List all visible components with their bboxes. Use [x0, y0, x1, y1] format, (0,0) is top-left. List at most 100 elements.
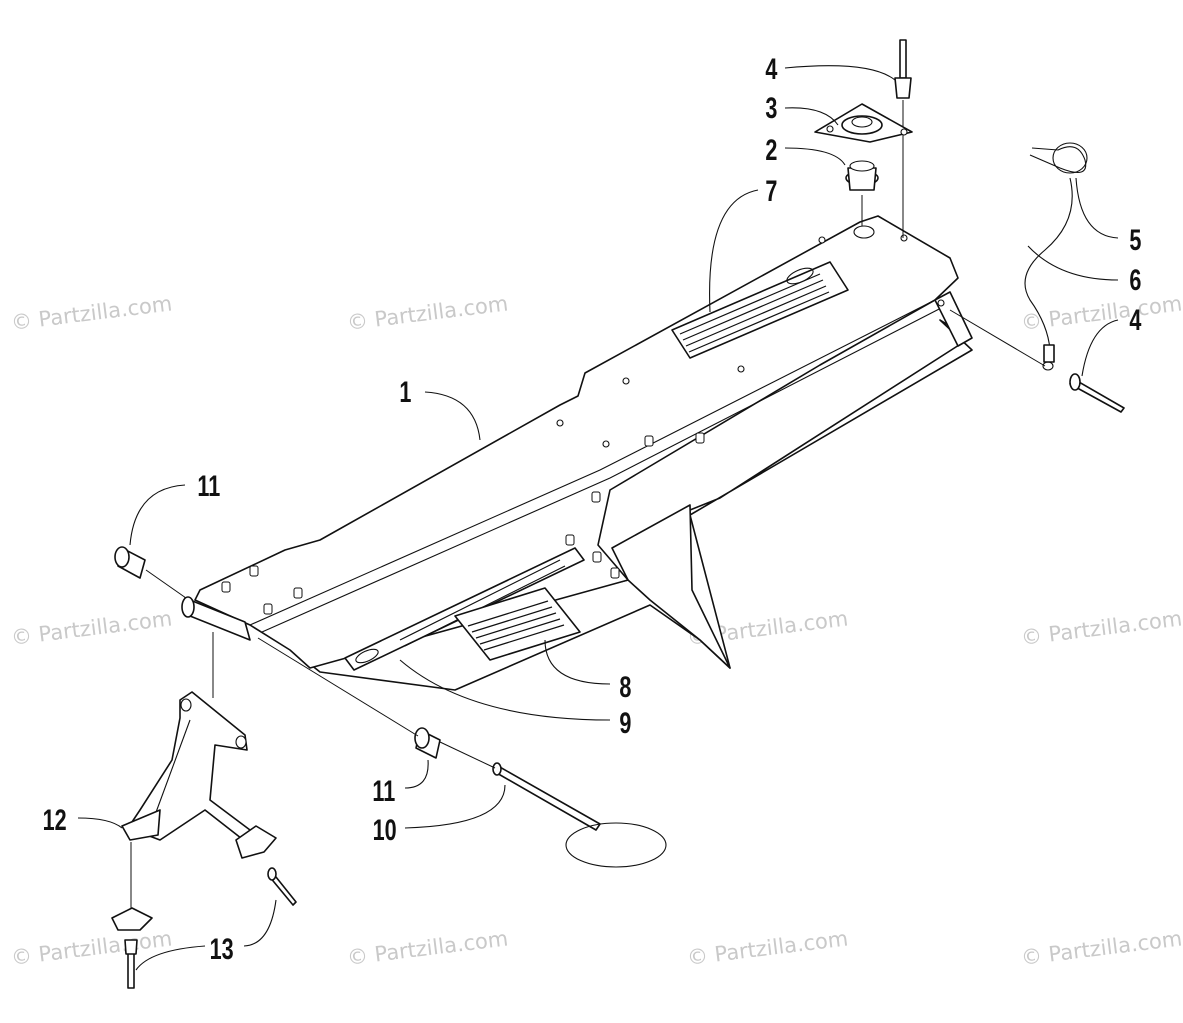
- bracket-eye: [180, 698, 192, 712]
- plate-bend-line: [261, 305, 946, 633]
- plate-top-face: [194, 215, 959, 669]
- stud: [249, 565, 259, 577]
- leader-12: [77, 817, 123, 829]
- pull-pin-axis: [439, 741, 496, 769]
- jack-bracket: [111, 632, 297, 989]
- plate-bend-line: [249, 299, 936, 626]
- rivet-hole: [818, 236, 826, 244]
- callout-13: 13: [210, 931, 234, 965]
- decal-9-line: [399, 559, 561, 641]
- leader-13-lower: [135, 945, 206, 971]
- leader-11-right: [404, 759, 429, 789]
- stud: [695, 432, 705, 444]
- stud: [644, 435, 654, 447]
- decal-7-body: [671, 261, 849, 359]
- decal-7: [671, 261, 849, 359]
- pin-axis: [949, 309, 1046, 367]
- leader-5: [1075, 177, 1119, 239]
- decal-7-line: [679, 273, 821, 335]
- grommet-assembly: [814, 39, 913, 238]
- leader-2: [784, 147, 846, 166]
- decal-8-line: [467, 600, 549, 627]
- callout-8: 8: [619, 669, 631, 703]
- stud: [263, 603, 273, 615]
- watermark: © Partzilla.com: [10, 291, 174, 335]
- rivet-lower-head: [124, 939, 138, 955]
- plate-studs: [221, 432, 705, 615]
- bracket-foot: [121, 809, 161, 841]
- hitch-plate: [181, 215, 973, 691]
- callout-7: 7: [765, 173, 777, 207]
- watermark: © Partzilla.com: [1020, 926, 1183, 970]
- pin-hole: [937, 299, 945, 307]
- decal-9-logo: [355, 648, 379, 664]
- leader-13-upper: [243, 899, 277, 947]
- watermark: © Partzilla.com: [10, 926, 174, 970]
- hitch-pin-clip: [1029, 146, 1087, 174]
- watermark: © Partzilla.com: [346, 926, 510, 970]
- callout-11-left: 11: [197, 468, 220, 502]
- decal-7-line: [685, 285, 827, 347]
- stud: [221, 581, 231, 593]
- lanyard-assembly: [949, 142, 1125, 413]
- callout-12: 12: [43, 802, 67, 836]
- callout-9: 9: [619, 705, 631, 739]
- leader-lines: [77, 65, 1119, 971]
- leader-10: [404, 784, 506, 829]
- decal-8-line: [475, 612, 557, 639]
- callout-5: 5: [1129, 222, 1141, 256]
- leader-4-top: [784, 65, 896, 81]
- rivet-lower: [127, 951, 135, 989]
- rivet-top: [899, 39, 907, 79]
- leader-3: [784, 107, 839, 126]
- rivet-hole: [602, 440, 610, 448]
- callout-6: 6: [1129, 262, 1141, 296]
- decal-8-line: [471, 606, 553, 633]
- watermark: © Partzilla.com: [686, 926, 850, 970]
- watermark: © Partzilla.com: [1020, 606, 1183, 650]
- decal-7-line: [688, 291, 830, 353]
- plate-gusset: [611, 504, 731, 669]
- retainer-hole: [826, 125, 834, 133]
- rivet-hole: [737, 365, 745, 373]
- leader-8: [544, 639, 611, 685]
- bushing-right-axis: [257, 637, 419, 737]
- washer-lower: [111, 907, 153, 931]
- decal-8-line: [479, 618, 561, 645]
- pull-pin-ring: [565, 822, 667, 868]
- bushing-left-flange: [114, 546, 130, 568]
- leader-1: [424, 391, 481, 441]
- leader-6: [1027, 245, 1119, 281]
- lanyard-end: [1043, 344, 1055, 363]
- bushing-right-flange: [414, 727, 430, 749]
- grommet-hole: [853, 225, 875, 239]
- rivet-top-head: [894, 77, 912, 99]
- retainer-hole: [900, 128, 908, 136]
- callout-1: 1: [399, 374, 411, 408]
- stud: [592, 551, 602, 563]
- rivet-upper-head: [267, 867, 277, 881]
- bracket-web: [154, 719, 191, 816]
- leader-9: [399, 659, 611, 721]
- decal-8-line: [483, 624, 565, 651]
- leader-7: [709, 189, 759, 313]
- watermark: © Partzilla.com: [346, 291, 510, 335]
- rivet-side-head: [1069, 373, 1081, 391]
- stud: [610, 567, 620, 579]
- callout-2: 2: [765, 132, 777, 166]
- hitch-pin-ring: [1052, 142, 1088, 174]
- leader-11-left: [129, 484, 186, 546]
- decal-9: [344, 547, 585, 671]
- callout-4-top: 4: [765, 51, 777, 85]
- pull-pin-head: [492, 762, 502, 776]
- rivet-hole: [900, 234, 908, 242]
- callout-4-side: 4: [1129, 302, 1141, 336]
- leader-4-side: [1081, 319, 1119, 377]
- callout-11-right: 11: [372, 773, 395, 807]
- hinge-pin-assembly: [114, 546, 667, 868]
- hinge-tube-end: [181, 596, 195, 618]
- stud: [591, 491, 601, 503]
- callout-layer: 1 2 3 4 7 5 6 4 11 8 9 11 10 12 13: [43, 51, 1142, 965]
- decal-7-logo: [786, 267, 814, 285]
